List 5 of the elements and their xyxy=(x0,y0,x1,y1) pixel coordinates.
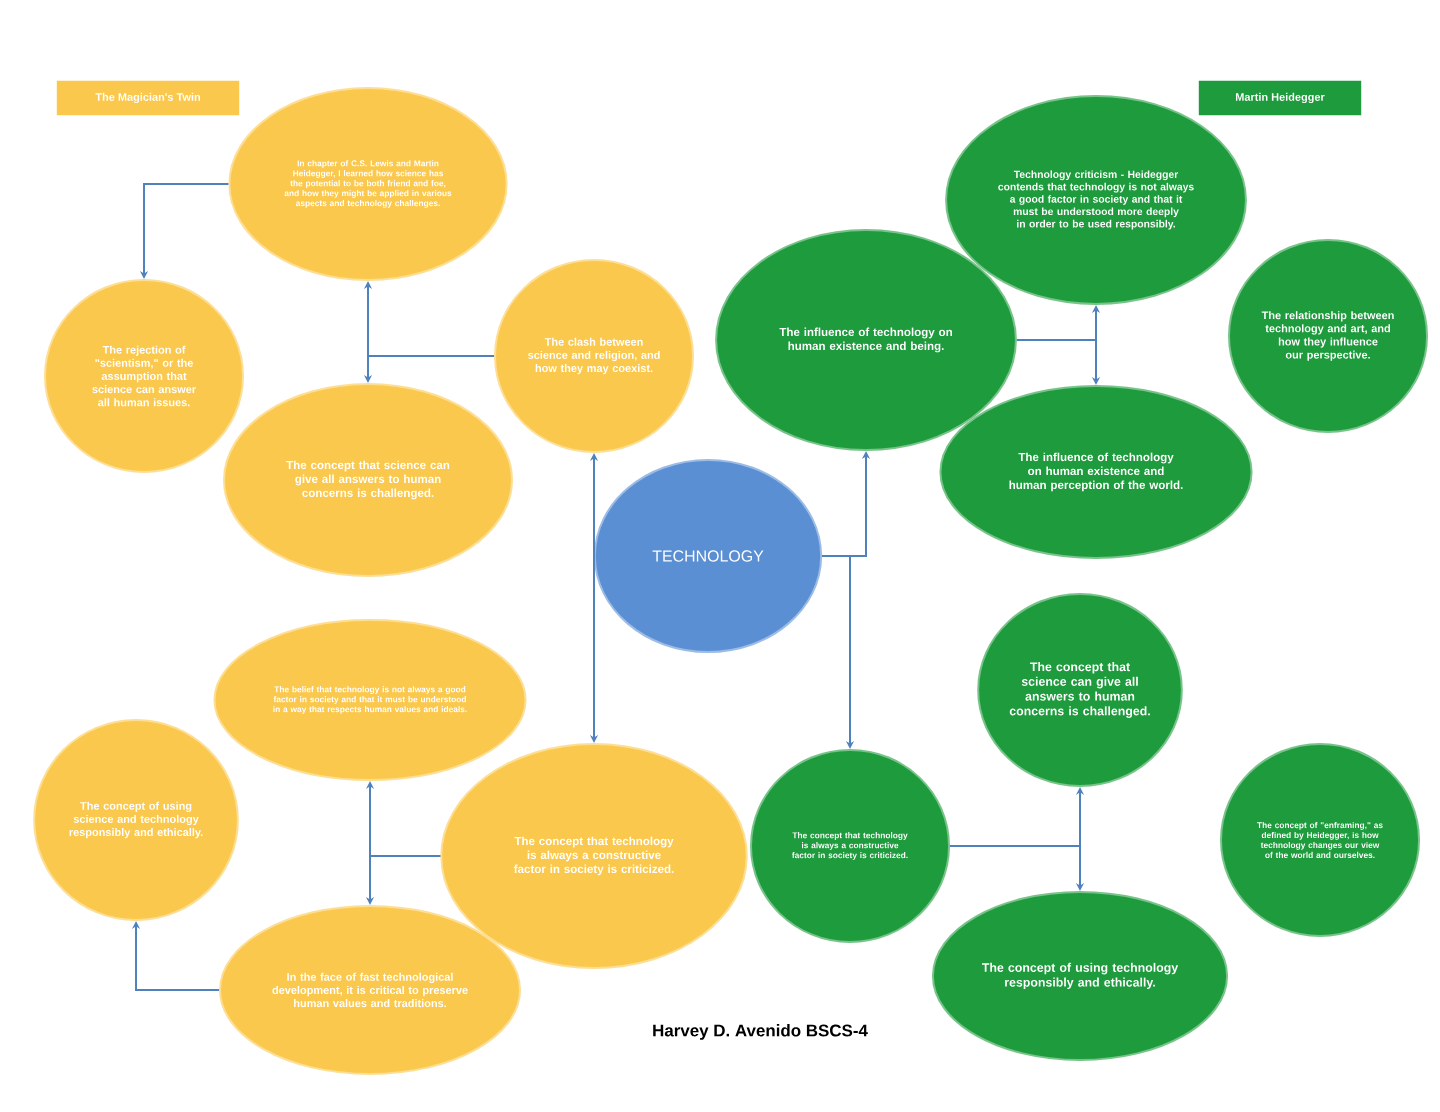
author-credit: Harvey D. Avenido BSCS-4 xyxy=(653,1024,868,1040)
arrow xyxy=(821,555,855,749)
arrow xyxy=(131,921,220,991)
arrow xyxy=(949,845,1085,891)
arrow xyxy=(1015,339,1101,385)
